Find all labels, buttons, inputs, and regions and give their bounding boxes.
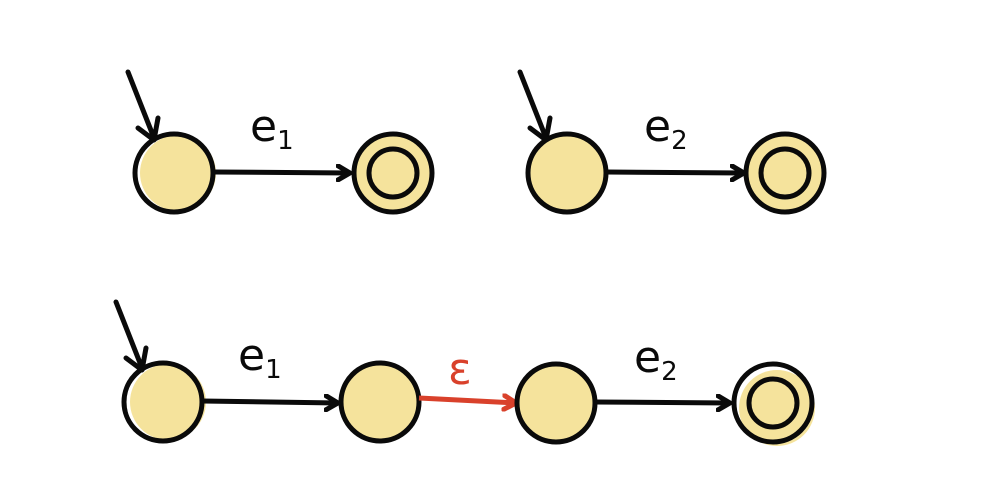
transition-label: e1 — [250, 101, 294, 156]
accept-state — [731, 361, 815, 446]
start-state — [525, 131, 609, 215]
accept-state — [351, 131, 435, 215]
intermediate-state-1 — [338, 360, 422, 444]
start-state — [132, 131, 216, 215]
concatenation-machine: e1 ε e2 — [113, 299, 815, 446]
start-arrow — [517, 69, 553, 143]
intermediate-state-2 — [514, 361, 598, 445]
start-state — [121, 360, 206, 444]
transition-arrow-e1 — [201, 401, 338, 403]
transition-label-e1: e1 — [238, 330, 282, 385]
epsilon-label: ε — [448, 344, 472, 395]
transition-label-e2: e2 — [634, 332, 678, 387]
transition-arrow-e2 — [593, 402, 730, 403]
epsilon-transition-arrow — [418, 398, 516, 403]
machine-e1: e1 — [125, 69, 435, 215]
transition-arrow — [605, 172, 744, 173]
transition-arrow — [213, 172, 350, 173]
accept-state — [743, 131, 827, 215]
machine-e2: e2 — [517, 69, 827, 215]
start-arrow — [125, 69, 161, 143]
start-arrow — [113, 299, 149, 373]
transition-label: e2 — [644, 101, 688, 156]
